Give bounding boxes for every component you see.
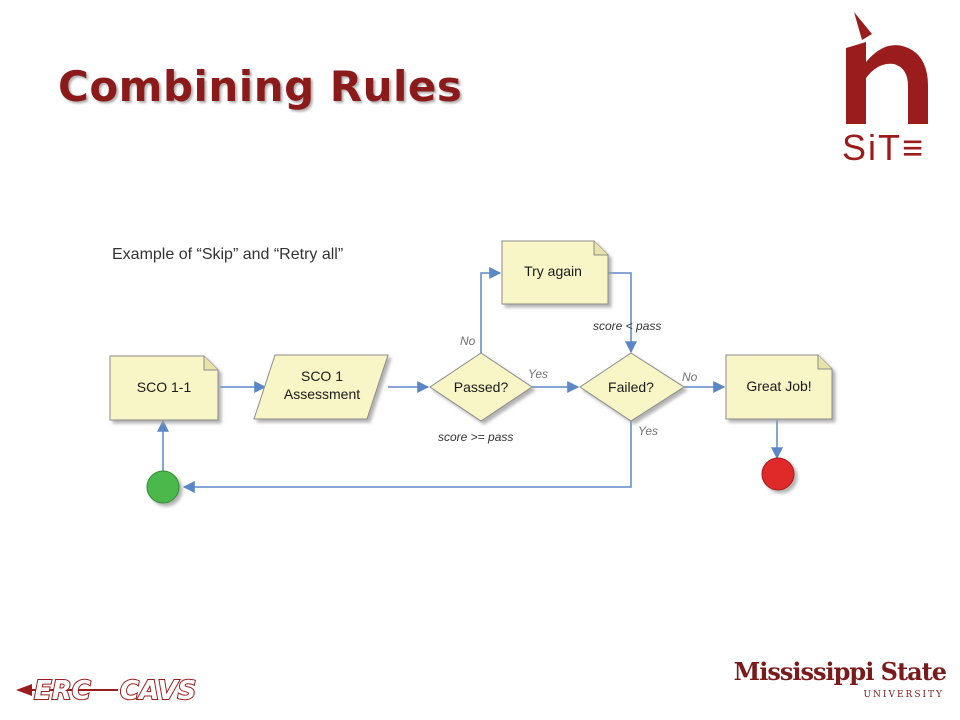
- node-greatjob-label: Great Job!: [746, 378, 811, 394]
- nsite-n-mark: [846, 12, 928, 124]
- node-passed-decision: Passed?: [429, 352, 533, 422]
- erc-cavs-mark: ERC CAVS: [16, 675, 197, 707]
- cavs-text: CAVS: [120, 676, 196, 706]
- node-assessment-label-2: Assessment: [284, 386, 360, 402]
- node-passed-label: Passed?: [454, 379, 509, 395]
- edge-label-score-fail: score < pass: [593, 319, 661, 333]
- node-tryagain-label: Try again: [524, 263, 582, 279]
- msu-university: UNIVERSITY: [863, 690, 944, 700]
- diagram-caption: Example of “Skip” and “Retry all”: [112, 246, 344, 263]
- erc-text: ERC: [34, 676, 91, 706]
- node-sco-label: SCO 1-1: [137, 379, 192, 395]
- node-great-job: Great Job!: [725, 354, 833, 420]
- flowchart: Example of “Skip” and “Retry all”: [100, 228, 860, 518]
- edge-label-passed-yes: Yes: [528, 367, 548, 381]
- edge-label-passed-no: No: [460, 334, 476, 348]
- edge-label-failed-yes: Yes: [638, 424, 658, 438]
- start-circle: [146, 470, 180, 504]
- node-assessment-label-1: SCO 1: [301, 368, 343, 384]
- end-circle: [761, 457, 795, 491]
- msu-logo: Mississippi State UNIVERSITY: [734, 660, 947, 716]
- node-try-again: Try again: [501, 240, 609, 305]
- edge-tryagain-to-failed: [608, 272, 637, 354]
- node-failed-decision: Failed?: [579, 352, 685, 422]
- edge-label-failed-no: No: [682, 370, 698, 384]
- node-failed-label: Failed?: [608, 379, 654, 395]
- node-sco-1-1: SCO 1-1: [109, 355, 219, 421]
- flowchart-canvas: SCO 1-1 SCO 1 Assessment Passed? Try aga…: [109, 240, 833, 504]
- edge-failed-to-start: [182, 421, 632, 493]
- erc-cavs-logo: ERC CAVS: [14, 670, 214, 710]
- slide-title: Combining Rules: [58, 62, 463, 111]
- nsite-logo: SiT≡: [832, 6, 944, 176]
- node-sco-assessment: SCO 1 Assessment: [253, 354, 389, 420]
- msu-wordmark: Mississippi State: [733, 657, 947, 686]
- edge-label-score-pass: score >= pass: [438, 430, 513, 444]
- edge-passed-to-tryagain: [480, 267, 502, 353]
- nsite-wordmark: SiT≡: [842, 127, 926, 168]
- flow-connectors: [157, 267, 783, 493]
